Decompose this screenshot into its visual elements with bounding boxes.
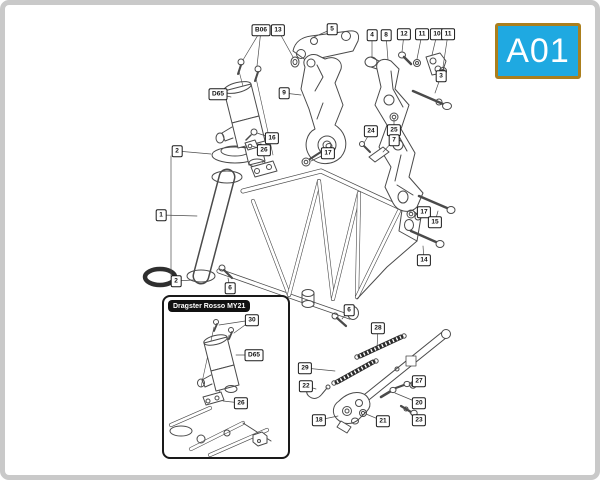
section-badge-label: A01 <box>506 31 570 70</box>
diagram-callout-5: 5 <box>326 23 338 35</box>
diagram-callout-17: 17 <box>320 147 336 159</box>
diagram-callout-6: 6 <box>343 304 355 316</box>
diagram-callout-13: 13 <box>270 24 286 36</box>
diagram-callout-14: 14 <box>416 254 432 266</box>
diagram-callout-9: 9 <box>278 87 290 99</box>
diagram-callout-6: 6 <box>224 282 236 294</box>
diagram-callout-23: 23 <box>411 414 427 426</box>
diagram-callout-11: 11 <box>441 28 455 40</box>
diagram-callout-18: 18 <box>311 414 327 426</box>
inset-variant-label: Dragster Rosso MY21 <box>168 300 251 312</box>
diagram-callout-11: 11 <box>415 28 429 40</box>
exploded-diagram-art <box>142 28 456 459</box>
diagram-callout-2: 2 <box>170 275 182 287</box>
diagram-callout-28: 28 <box>370 322 386 334</box>
diagram-callout-29: 29 <box>297 362 313 374</box>
diagram-callout-20: 20 <box>411 397 427 409</box>
diagram-callout-15: 15 <box>427 216 443 228</box>
inset-callout-30: 30 <box>244 314 260 326</box>
diagram-callout-26: 26 <box>256 144 272 156</box>
diagram-callout-B06: B06 <box>251 24 271 36</box>
diagram-callout-7: 7 <box>388 134 400 146</box>
diagram-callout-3: 3 <box>435 70 447 82</box>
diagram-callout-22: 22 <box>298 380 314 392</box>
diagram-callout-24: 24 <box>363 125 379 137</box>
inset-callout-D65: D65 <box>244 349 264 361</box>
diagram-callout-16: 16 <box>264 132 280 144</box>
inset-callout-26: 26 <box>233 397 249 409</box>
diagram-callout-17: 17 <box>416 206 432 218</box>
diagram-callout-2: 2 <box>171 145 183 157</box>
diagram-callout-27: 27 <box>411 375 427 387</box>
section-badge[interactable]: A01 <box>495 23 581 79</box>
diagram-callout-D65: D65 <box>208 88 228 100</box>
diagram-callout-4: 4 <box>366 29 378 41</box>
diagram-callout-12: 12 <box>396 28 412 40</box>
diagram-callout-21: 21 <box>375 415 391 427</box>
diagram-callout-8: 8 <box>380 29 392 41</box>
diagram-callout-1: 1 <box>155 209 167 221</box>
